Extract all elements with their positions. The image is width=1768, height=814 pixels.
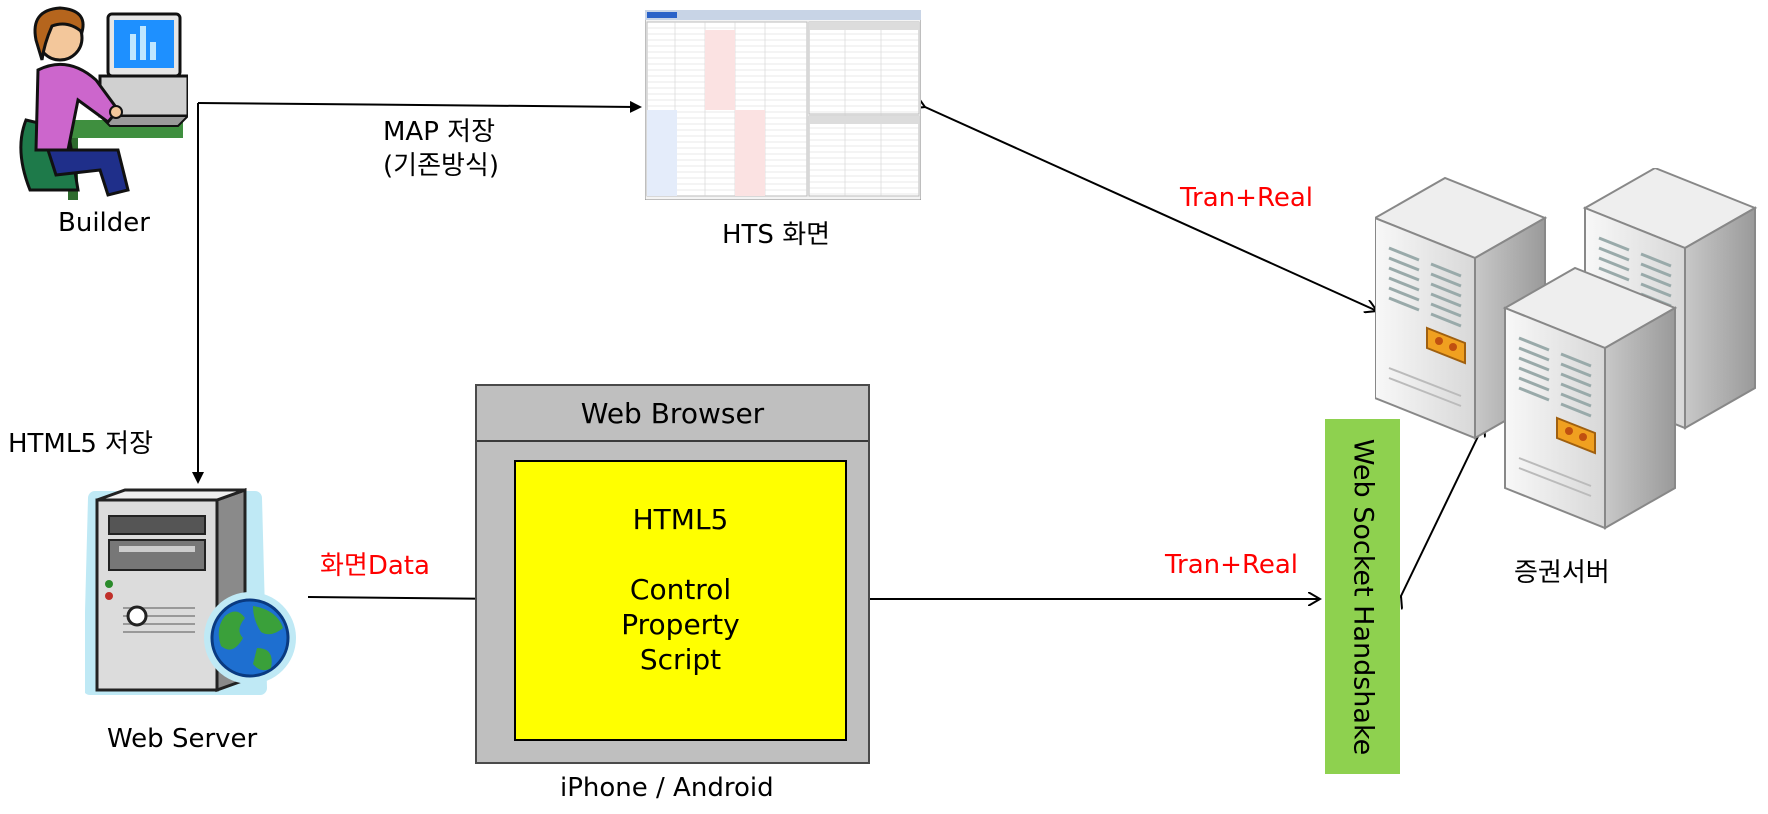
securities-server-icon [1375,168,1757,530]
web-browser-frame: Web Browser HTML5 Control Property Scrip… [475,384,870,764]
control-line: Control [629,573,732,606]
map-save-arrow [197,100,642,113]
builder-person-icon [19,6,188,200]
device-label: iPhone / Android [560,773,774,803]
screen-data-label: 화면Data [320,551,430,581]
builder-label: Builder [58,208,150,238]
script-line: Script [639,643,722,676]
hts-cell-block [705,30,735,110]
web-server-icon [85,488,296,695]
tran-real-top-label: Tran+Real [1180,183,1313,213]
map-save-label: MAP 저장 [383,117,496,147]
hts-cell-block [809,22,919,30]
websocket-server-arrow [1401,424,1484,596]
hts-cell-block [735,110,765,196]
hts-cell-block [809,116,919,124]
html5-content-box: HTML5 Control Property Script [514,460,847,741]
hts-cell-block [647,110,677,196]
html5-save-label: HTML5 저장 [8,429,153,459]
securities-server-label: 증권서버 [1514,558,1610,588]
tran-real-top-arrow [925,107,1377,311]
web-server-label: Web Server [107,724,258,754]
tran-real-bottom-label: Tran+Real [1165,550,1298,580]
web-browser-title: Web Browser [477,386,868,442]
map-save-sublabel: (기존방식) [383,151,499,181]
hts-screen-label: HTS 화면 [722,220,831,250]
html5-line: HTML5 [632,503,729,536]
property-line: Property [621,608,740,641]
websocket-handshake-label: Web Socket Handshake [1347,438,1378,755]
hts-screen-thumbnail [645,10,921,200]
websocket-handshake-bar: Web Socket Handshake [1325,419,1400,774]
